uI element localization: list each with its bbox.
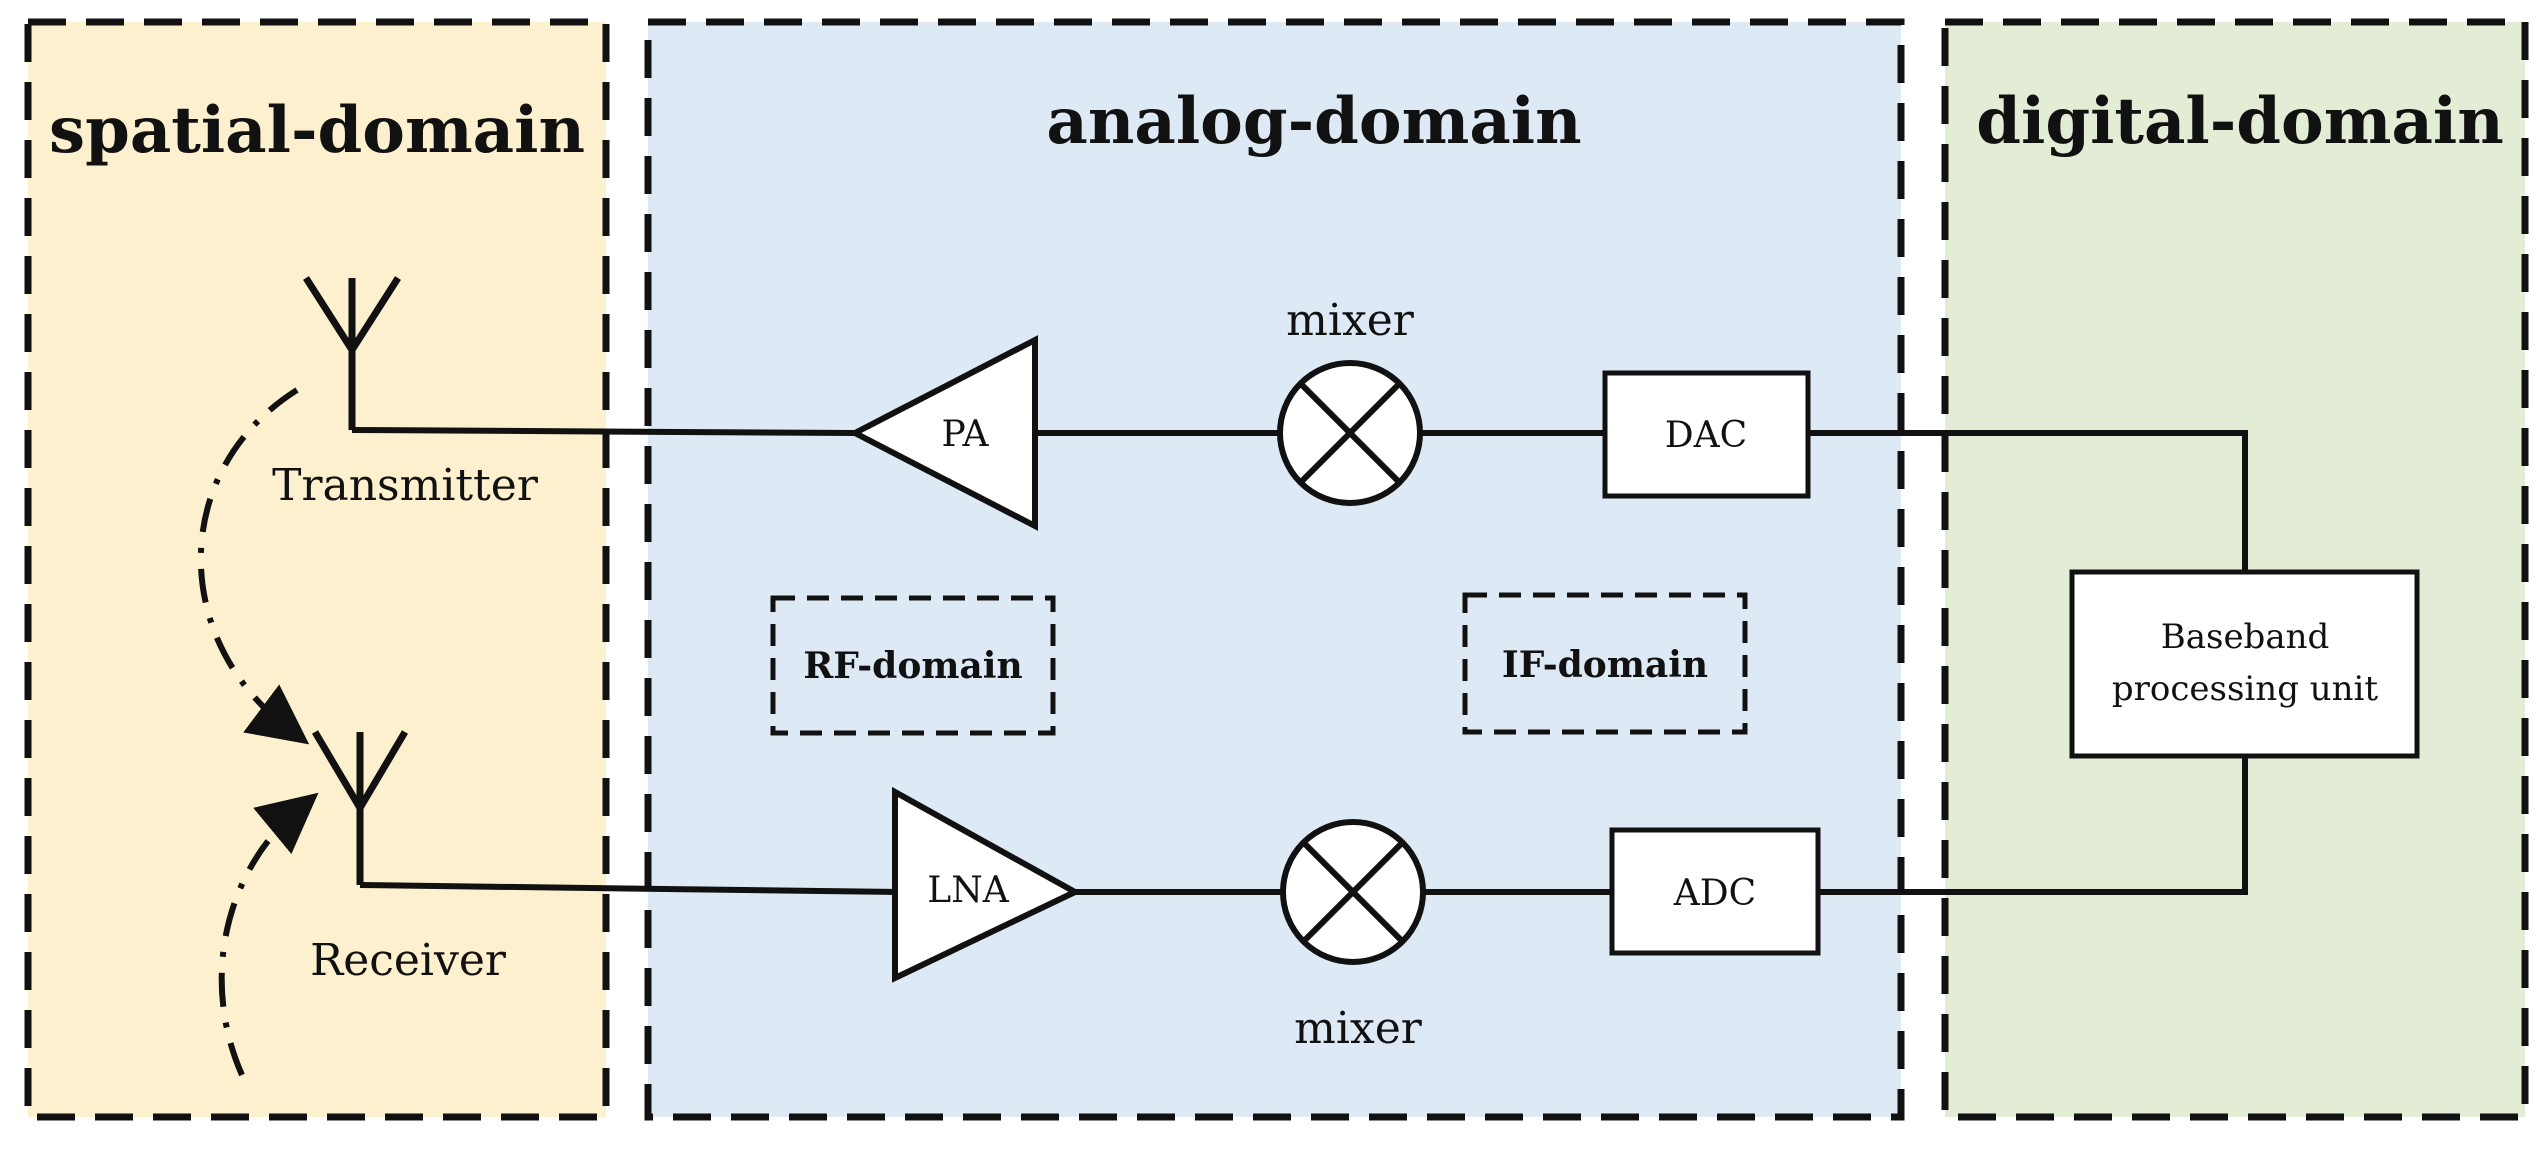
analog-domain-title: analog-domain bbox=[1046, 84, 1581, 159]
pa-label: PA bbox=[942, 414, 990, 455]
adc-block bbox=[1609, 827, 1821, 956]
rf-domain-box bbox=[770, 595, 1056, 736]
digital-domain-title: digital-domain bbox=[1976, 84, 2504, 159]
dac-label: DAC bbox=[1665, 415, 1747, 456]
pa-amplifier bbox=[848, 335, 1038, 531]
baseband-label-line1: Baseband bbox=[2161, 617, 2330, 657]
baseband-processing-unit bbox=[2069, 569, 2420, 759]
lna-label: LNA bbox=[927, 870, 1009, 911]
adc-label: ADC bbox=[1673, 873, 1756, 914]
receiver-label: Receiver bbox=[310, 935, 507, 986]
receive-chain-wires bbox=[359, 756, 2248, 895]
if-domain-box bbox=[1462, 592, 1748, 735]
transmitter-label: Transmitter bbox=[272, 460, 539, 511]
mixer-bottom-label: mixer bbox=[1294, 1003, 1423, 1054]
transmitter-antenna-icon bbox=[303, 276, 401, 430]
spatial-domain-region bbox=[24, 18, 610, 1121]
mixer-top-icon bbox=[1277, 360, 1423, 506]
rf-domain-label: RF-domain bbox=[803, 645, 1022, 687]
dac-block bbox=[1602, 370, 1811, 499]
spatial-domain-title: spatial-domain bbox=[49, 93, 585, 168]
if-domain-label: IF-domain bbox=[1502, 644, 1708, 686]
mixer-top-label: mixer bbox=[1286, 295, 1415, 346]
baseband-label-line2: processing unit bbox=[2112, 669, 2379, 709]
propagation-arrow-lower bbox=[218, 792, 319, 1077]
lna-amplifier bbox=[892, 786, 1082, 983]
mixer-bottom-icon bbox=[1280, 819, 1426, 965]
receiver-antenna-icon bbox=[311, 730, 409, 885]
transmit-chain-wires bbox=[351, 427, 2248, 572]
